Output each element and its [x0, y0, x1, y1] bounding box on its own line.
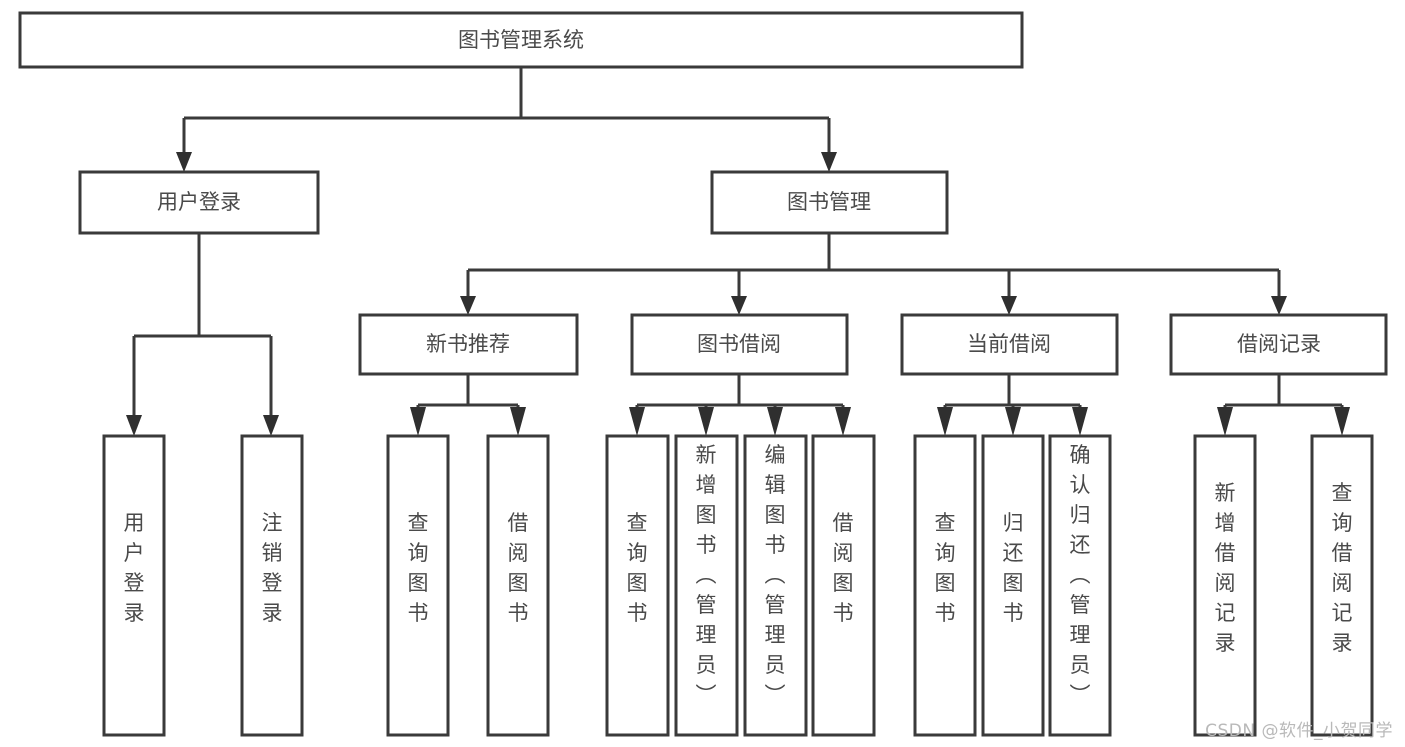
- leaf-borrow-record-2-box[interactable]: [1310, 434, 1374, 737]
- leaf-current-borrow-3[interactable]: 确认归还︵管理员︶: [1048, 434, 1112, 737]
- leaf-borrow-record-2-label: 查询借阅记录: [1332, 481, 1353, 655]
- arrow-book-borrow-leaf1: [629, 407, 645, 436]
- node-borrow-record-box[interactable]: [1169, 313, 1388, 376]
- leaf-book-borrow-1-box[interactable]: [605, 434, 670, 737]
- arrow-user-login-leaf2: [263, 415, 279, 436]
- arrow-to-book-mgmt: [821, 152, 837, 172]
- leaf-borrow-record-1-label: 新增借阅记录: [1215, 481, 1236, 655]
- arrow-borrow-record-leaf1: [1217, 407, 1233, 436]
- arrow-book-borrow-leaf4: [835, 407, 851, 436]
- leaf-book-borrow-1[interactable]: 查询图书: [605, 434, 670, 737]
- node-book-management-label: 图书管理: [787, 190, 871, 214]
- arrow-to-book-borrow: [731, 296, 747, 315]
- node-user-login-label: 用户登录: [157, 190, 241, 214]
- arrow-new-book-leaf1: [410, 407, 426, 436]
- node-user-login-box[interactable]: [78, 170, 320, 235]
- node-borrow-record[interactable]: 借阅记录: [1169, 313, 1388, 376]
- leaf-book-borrow-2-label: 新增图书︵管理员︶: [696, 443, 717, 707]
- leaf-borrow-record-1-box[interactable]: [1193, 434, 1257, 737]
- leaf-new-book-2-label: 借阅图书: [508, 511, 529, 625]
- leaf-book-borrow-2[interactable]: 新增图书︵管理员︶: [674, 434, 739, 737]
- node-root-box[interactable]: [18, 11, 1024, 69]
- node-book-borrow[interactable]: 图书借阅: [630, 313, 849, 376]
- leaf-book-borrow-3[interactable]: 编辑图书︵管理员︶: [743, 434, 808, 737]
- arrow-to-new-book: [460, 296, 476, 315]
- node-current-borrow[interactable]: 当前借阅: [900, 313, 1119, 376]
- arrow-to-borrow-record: [1271, 296, 1287, 315]
- leaf-book-borrow-3-label: 编辑图书︵管理员︶: [765, 443, 786, 707]
- leaf-current-borrow-1-label: 查询图书: [935, 511, 956, 625]
- leaf-new-book-2-box[interactable]: [486, 434, 550, 737]
- arrow-borrow-record-leaf2: [1334, 407, 1350, 436]
- leaf-current-borrow-2-label: 归还图书: [1003, 511, 1024, 625]
- leaf-user-login-1[interactable]: 用户登录: [102, 434, 166, 737]
- node-book-borrow-box[interactable]: [630, 313, 849, 376]
- leaf-user-login-2-label: 注销登录: [262, 511, 283, 625]
- leaf-current-borrow-1[interactable]: 查询图书: [913, 434, 977, 737]
- arrow-user-login-leaf1: [126, 415, 142, 436]
- leaf-borrow-record-1[interactable]: 新增借阅记录: [1193, 434, 1257, 737]
- node-book-management[interactable]: 图书管理: [710, 170, 949, 235]
- leaf-new-book-1-box[interactable]: [386, 434, 450, 737]
- node-root-label: 图书管理系统: [458, 28, 584, 52]
- leaf-user-login-2-box[interactable]: [240, 434, 304, 737]
- arrow-current-borrow-leaf1: [937, 407, 953, 436]
- arrow-to-current-borrow: [1001, 296, 1017, 315]
- arrow-book-borrow-leaf3: [767, 407, 783, 436]
- node-new-book-recommend-box[interactable]: [358, 313, 579, 376]
- leaf-book-borrow-4-label: 借阅图书: [833, 511, 854, 625]
- node-user-login[interactable]: 用户登录: [78, 170, 320, 235]
- arrow-current-borrow-leaf3: [1072, 407, 1088, 436]
- arrow-to-user-login: [176, 152, 192, 172]
- leaf-current-borrow-1-box[interactable]: [913, 434, 977, 737]
- leaf-new-book-1-label: 查询图书: [408, 511, 429, 625]
- leaf-borrow-record-2[interactable]: 查询借阅记录: [1310, 434, 1374, 737]
- connector-layer: [126, 67, 1350, 436]
- arrow-current-borrow-leaf2: [1005, 407, 1021, 436]
- node-root[interactable]: 图书管理系统: [18, 11, 1024, 69]
- leaf-new-book-2[interactable]: 借阅图书: [486, 434, 550, 737]
- leaf-user-login-2[interactable]: 注销登录: [240, 434, 304, 737]
- leaf-current-borrow-3-box[interactable]: [1048, 434, 1112, 737]
- leaf-new-book-1[interactable]: 查询图书: [386, 434, 450, 737]
- leaf-book-borrow-4[interactable]: 借阅图书: [811, 434, 876, 737]
- node-current-borrow-label: 当前借阅: [967, 332, 1051, 356]
- leaf-current-borrow-2[interactable]: 归还图书: [981, 434, 1045, 737]
- node-borrow-record-label: 借阅记录: [1237, 332, 1321, 356]
- leaf-current-borrow-2-box[interactable]: [981, 434, 1045, 737]
- node-new-book-recommend[interactable]: 新书推荐: [358, 313, 579, 376]
- node-book-management-box[interactable]: [710, 170, 949, 235]
- arrow-new-book-leaf2: [510, 407, 526, 436]
- leaf-user-login-1-label: 用户登录: [124, 511, 145, 625]
- arrow-book-borrow-leaf2: [698, 407, 714, 436]
- leaf-book-borrow-1-label: 查询图书: [627, 511, 648, 625]
- node-current-borrow-box[interactable]: [900, 313, 1119, 376]
- leaf-book-borrow-2-box[interactable]: [674, 434, 739, 737]
- leaf-book-borrow-4-box[interactable]: [811, 434, 876, 737]
- leaf-current-borrow-3-label: 确认归还︵管理员︶: [1070, 443, 1091, 707]
- node-new-book-recommend-label: 新书推荐: [426, 332, 510, 356]
- leaf-book-borrow-3-box[interactable]: [743, 434, 808, 737]
- leaf-user-login-1-box[interactable]: [102, 434, 166, 737]
- node-book-borrow-label: 图书借阅: [697, 332, 781, 356]
